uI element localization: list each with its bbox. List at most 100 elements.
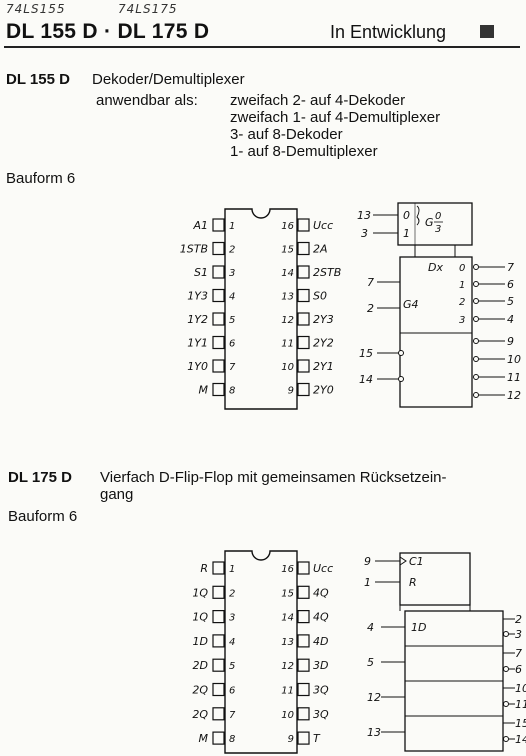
dl175-pin-label-16: Ucc bbox=[313, 562, 333, 575]
dl175-in-9: 9 bbox=[364, 555, 371, 568]
dl155-pin-label-7: 1Y0 bbox=[187, 360, 208, 373]
negation-circle-icon bbox=[473, 264, 479, 270]
dl155-pin-label-15: 2A bbox=[313, 243, 328, 256]
dl155-pin-label-3: S1 bbox=[194, 266, 208, 279]
dl155-out-9: 9 bbox=[507, 335, 514, 348]
dl155-g-top: 0 bbox=[435, 211, 441, 222]
dl155-pin-num-9: 9 bbox=[288, 386, 294, 397]
clock-triangle-icon bbox=[399, 556, 407, 566]
dl175-pin-num-1: 1 bbox=[229, 564, 235, 575]
dl175-pin-label-13: 4D bbox=[313, 635, 328, 648]
dl155-pin-num-3: 3 bbox=[229, 268, 235, 279]
dl175-pin-num-5: 5 bbox=[229, 661, 235, 672]
dl155-pin-6 bbox=[212, 335, 225, 350]
dl175-pin-10 bbox=[297, 707, 310, 721]
dl155-pin-num-15: 15 bbox=[281, 245, 294, 256]
dl175-pin-num-10: 10 bbox=[281, 710, 294, 721]
dl175-pin-1 bbox=[212, 561, 225, 575]
dl155-usage-4: 1- auf 8-Demultiplexer bbox=[230, 143, 378, 160]
dl155-pin-num-4: 4 bbox=[229, 292, 235, 303]
dl155-pin-10 bbox=[297, 359, 310, 373]
dl175-in-1: 1 bbox=[364, 576, 371, 589]
dl175-pin-8 bbox=[212, 731, 225, 745]
dl155-pin-num-11: 11 bbox=[281, 339, 294, 350]
dl175-pin-label-4: 1D bbox=[193, 635, 208, 648]
dl175-d-in-4: 4 bbox=[367, 621, 374, 634]
dl155-usage-3: 3- auf 8-Dekoder bbox=[230, 126, 343, 143]
dl175-out-6: 6 bbox=[515, 663, 522, 676]
dl155-pin-14 bbox=[297, 265, 310, 279]
dl155-pin-num-10: 10 bbox=[281, 362, 294, 373]
dl155-out-5: 5 bbox=[507, 295, 514, 308]
negation-circle-icon bbox=[503, 666, 509, 672]
dl175-d-in-5: 5 bbox=[367, 656, 374, 669]
negation-circle-icon bbox=[473, 316, 479, 322]
dl175-pin-label-14: 4Q bbox=[313, 611, 329, 624]
dl155-mid-in-7: 7 bbox=[367, 276, 374, 289]
dl155-out-6: 6 bbox=[507, 278, 514, 291]
dl175-pin-15 bbox=[297, 585, 310, 599]
dl175-d-in-12: 12 bbox=[367, 691, 381, 704]
dl155-pin-9 bbox=[297, 382, 310, 397]
dl155-pin-label-5: 1Y2 bbox=[187, 313, 208, 326]
dl155-pin-label-12: 2Y3 bbox=[313, 313, 334, 326]
dl155-pin-12 bbox=[297, 312, 310, 326]
dl175-pin-label-1: R bbox=[200, 562, 208, 575]
negation-circle-icon bbox=[473, 298, 479, 304]
dl155-out-label-0: 0 bbox=[459, 263, 465, 274]
dl175-pin-label-2: 1Q bbox=[192, 586, 208, 599]
dl155-out-4: 4 bbox=[507, 313, 514, 326]
dl155-name: Dekoder/Demultiplexer bbox=[92, 71, 245, 88]
dl155-low-in-14: 14 bbox=[359, 373, 373, 386]
dl175-pin-3 bbox=[212, 609, 225, 624]
dl175-pin-14 bbox=[297, 609, 310, 624]
dl155-pin-label-9: 2Y0 bbox=[313, 384, 334, 397]
dl175-pin-label-9: T bbox=[313, 732, 321, 745]
dl155-pin-label-2: 1STB bbox=[180, 243, 208, 256]
dl155-out-label-1: 1 bbox=[459, 280, 465, 291]
dl155-ctrl-1: 1 bbox=[403, 227, 410, 240]
dl175-logic-symbol: 9 1 C1 R 1D 451213237610111514 bbox=[364, 552, 526, 752]
dl175-pin-7 bbox=[212, 707, 225, 721]
dl155-in-3: 3 bbox=[361, 227, 368, 240]
negation-circle-icon bbox=[503, 631, 509, 637]
dl175-pin-num-14: 14 bbox=[281, 613, 294, 624]
dl155-mid-in-2: 2 bbox=[367, 302, 374, 315]
dl175-pin-num-9: 9 bbox=[288, 734, 294, 745]
dl175-pin-label-15: 4Q bbox=[313, 586, 329, 599]
dl175-pin-2 bbox=[212, 585, 225, 599]
dl175-out-3: 3 bbox=[515, 628, 522, 641]
negation-circle-icon bbox=[473, 392, 479, 398]
negation-circle-icon bbox=[503, 736, 509, 742]
brace-icon bbox=[416, 205, 420, 226]
dl155-pin-num-12: 12 bbox=[281, 315, 294, 326]
dl155-pin-label-11: 2Y2 bbox=[313, 337, 334, 350]
dl175-pin-label-5: 2D bbox=[193, 659, 208, 672]
dl155-pin-num-2: 2 bbox=[229, 245, 235, 256]
negation-circle-icon bbox=[473, 338, 479, 344]
dl155-id: DL 155 D bbox=[6, 71, 70, 88]
dl175-pin-label-7: 2Q bbox=[192, 708, 208, 721]
dl155-pin-num-8: 8 bbox=[229, 386, 235, 397]
dl175-pin-4 bbox=[212, 634, 225, 648]
dl175-pin-num-4: 4 bbox=[229, 637, 235, 648]
dl175-desc-1: Vierfach D-Flip-Flop mit gemeinsamen Rüc… bbox=[100, 469, 447, 486]
dl175-pin-label-12: 3D bbox=[313, 659, 328, 672]
dl175-pin-label-6: 2Q bbox=[192, 684, 208, 697]
negation-circle-icon bbox=[503, 701, 509, 707]
dl175-out-7: 7 bbox=[515, 647, 522, 660]
dl155-pin-label-8: M bbox=[199, 384, 209, 397]
dl155-ctrl-0: 0 bbox=[403, 209, 410, 222]
dl155-pin-4 bbox=[212, 288, 225, 303]
status-label: In Entwicklung bbox=[330, 22, 447, 42]
dl155-g4: G4 bbox=[403, 298, 419, 311]
dl175-package-outline bbox=[224, 550, 298, 754]
dl155-pin-11 bbox=[297, 335, 310, 350]
dl175-pin-num-2: 2 bbox=[229, 588, 235, 599]
dl175-out-10: 10 bbox=[515, 682, 526, 695]
dl155-g-bot: 3 bbox=[435, 224, 441, 235]
dl155-pin-num-14: 14 bbox=[281, 268, 294, 279]
dl155-out-label-2: 2 bbox=[459, 297, 465, 308]
dl155-out-7: 7 bbox=[507, 261, 514, 274]
dl155-pin-8 bbox=[212, 382, 225, 397]
